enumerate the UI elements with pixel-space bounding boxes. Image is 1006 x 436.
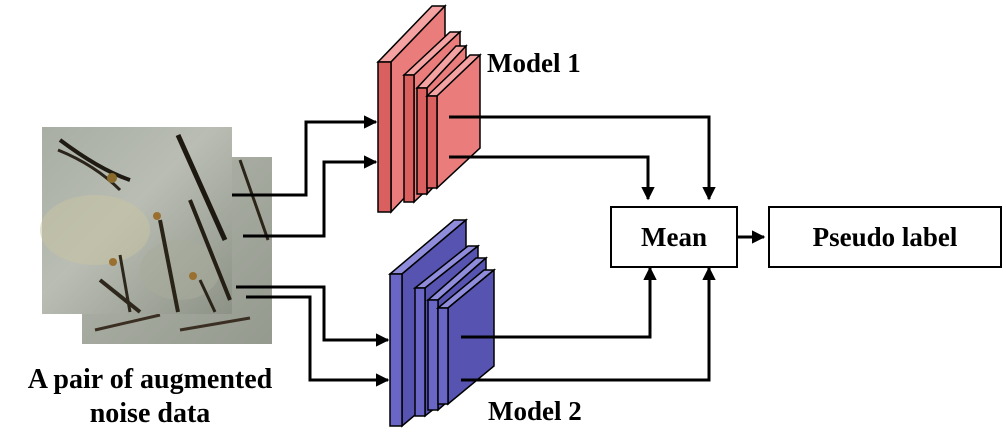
arrow-input-to-model1-b [243,155,378,238]
arrow-input-to-model2-a [236,285,390,347]
model2-stack [387,218,497,428]
input-caption-line2: noise data [89,398,211,429]
mean-box: Mean [610,206,738,268]
input-image-pair [40,127,272,344]
model2-label: Model 2 [488,396,582,426]
arrow-input-to-model2-b [246,295,390,387]
arrow-model1-to-mean-b [449,155,655,201]
arrow-model1-to-mean-a [449,115,716,201]
front-image [40,127,232,314]
model1-stack [376,4,482,214]
pseudo-label-box: Pseudo label [768,206,1002,268]
arrow-model2-to-mean-a [461,266,657,339]
connections [232,115,766,387]
arrow-model2-to-mean-b [461,266,716,382]
input-caption-line1: A pair of augmented [27,364,273,395]
arrow-input-to-model1-a [232,115,378,197]
model1-label: Model 1 [487,48,581,78]
